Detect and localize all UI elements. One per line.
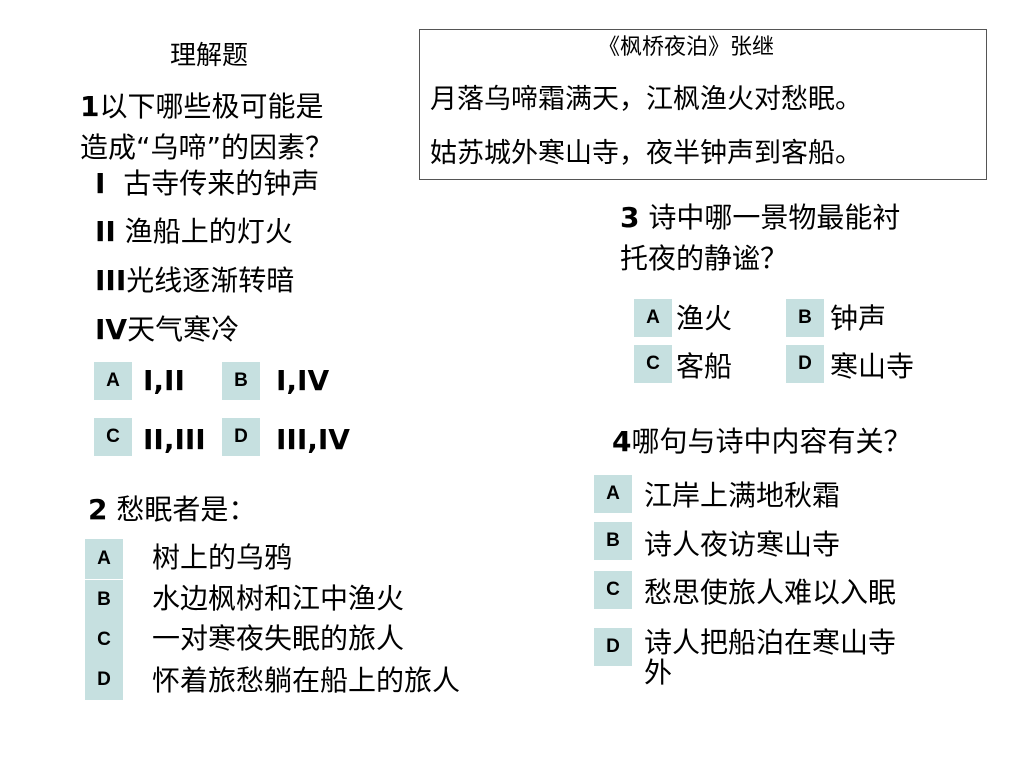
q3-option-c-badge[interactable]: C — [634, 345, 672, 383]
q2-option-a-text[interactable]: 树上的乌鸦 — [152, 541, 293, 574]
q4-prompt: 4哪句与诗中内容有关？ — [612, 425, 912, 459]
q4-option-a-badge[interactable]: A — [594, 475, 632, 513]
page-title: 理解题 — [170, 41, 249, 71]
q3-option-c-text[interactable]: 客船 — [676, 350, 733, 383]
q1-option-c-text[interactable]: II,III — [143, 423, 206, 456]
q4-option-d-text-line-2[interactable]: 外 — [644, 656, 673, 689]
q1-option-d-text[interactable]: III,IV — [276, 423, 350, 456]
q2-option-b-text[interactable]: 水边枫树和江中渔火 — [152, 582, 405, 615]
q4-prompt-text: 哪句与诗中内容有关？ — [631, 425, 912, 458]
poem-title: 《枫桥夜泊》张继 — [598, 35, 775, 60]
q1-factor-1-numeral: I — [95, 167, 106, 200]
q3-option-d-text[interactable]: 寒山寺 — [830, 350, 915, 383]
q2-number: 2 — [88, 493, 108, 526]
q2-option-a-badge[interactable]: A — [85, 539, 123, 579]
poem-line-2: 姑苏城外寒山寺，夜半钟声到客船。 — [430, 138, 862, 169]
q1-option-c-badge[interactable]: C — [94, 418, 132, 456]
q2-option-c-text[interactable]: 一对寒夜失眠的旅人 — [152, 622, 405, 655]
q3-prompt-line-1: 3 诗中哪一景物最能衬 — [620, 201, 900, 235]
q2-option-d-badge[interactable]: D — [85, 660, 123, 700]
q1-option-d-badge[interactable]: D — [222, 418, 260, 456]
q1-factor-2: II 渔船上的灯火 — [95, 215, 293, 249]
q4-option-d-badge[interactable]: D — [594, 628, 632, 666]
q3-option-d-badge[interactable]: D — [786, 345, 824, 383]
q1-option-b-badge[interactable]: B — [222, 362, 260, 400]
q4-option-c-badge[interactable]: C — [594, 571, 632, 609]
q1-factor-2-numeral: II — [95, 215, 116, 248]
q4-option-a-text[interactable]: 江岸上满地秋霜 — [644, 479, 841, 512]
q1-factor-4: IV天气寒冷 — [95, 313, 239, 347]
q3-prompt-text-1: 诗中哪一景物最能衬 — [648, 201, 901, 234]
q3-option-b-badge[interactable]: B — [786, 299, 824, 337]
q1-factor-3-numeral: III — [95, 264, 127, 297]
q1-factor-4-text: 天气寒冷 — [127, 313, 240, 346]
q1-prompt-line-2: 造成“乌啼”的因素？ — [80, 131, 334, 164]
q3-option-b-text[interactable]: 钟声 — [830, 302, 887, 335]
q2-option-d-text[interactable]: 怀着旅愁躺在船上的旅人 — [152, 664, 461, 697]
q2-prompt: 2 愁眠者是： — [88, 493, 256, 527]
q4-option-c-text[interactable]: 愁思使旅人难以入眠 — [644, 576, 897, 609]
q1-factor-3-text: 光线逐渐转暗 — [126, 264, 295, 297]
q4-option-b-text[interactable]: 诗人夜访寒山寺 — [644, 528, 841, 561]
q3-number: 3 — [620, 201, 640, 234]
poem-line-1: 月落乌啼霜满天，江枫渔火对愁眠。 — [430, 84, 862, 115]
q1-prompt-text-1: 以下哪些极可能是 — [99, 90, 324, 123]
q1-option-b-text[interactable]: I,IV — [276, 364, 330, 397]
q1-factor-1: I 古寺传来的钟声 — [95, 167, 319, 201]
q3-option-a-text[interactable]: 渔火 — [676, 302, 733, 335]
q2-prompt-text: 愁眠者是： — [116, 493, 257, 526]
q3-option-a-badge[interactable]: A — [634, 299, 672, 337]
q1-factor-4-numeral: IV — [95, 313, 128, 346]
q4-number: 4 — [612, 425, 632, 458]
q4-option-d-text-line-1[interactable]: 诗人把船泊在寒山寺 — [644, 626, 897, 659]
q1-number: 1 — [80, 90, 100, 123]
q1-factor-1-text: 古寺传来的钟声 — [123, 167, 320, 200]
poem-box: 《枫桥夜泊》张继 月落乌啼霜满天，江枫渔火对愁眠。 姑苏城外寒山寺，夜半钟声到客… — [419, 29, 987, 180]
q1-option-a-text[interactable]: I,II — [143, 364, 185, 397]
q1-option-a-badge[interactable]: A — [94, 362, 132, 400]
q3-prompt-line-2: 托夜的静谧？ — [620, 242, 789, 275]
q2-option-b-badge[interactable]: B — [85, 580, 123, 620]
q2-option-c-badge[interactable]: C — [85, 620, 123, 660]
q4-option-b-badge[interactable]: B — [594, 522, 632, 560]
q1-prompt-line-1: 1以下哪些极可能是 — [80, 90, 324, 124]
q1-factor-2-text: 渔船上的灯火 — [124, 215, 293, 248]
q1-factor-3: III光线逐渐转暗 — [95, 264, 294, 298]
